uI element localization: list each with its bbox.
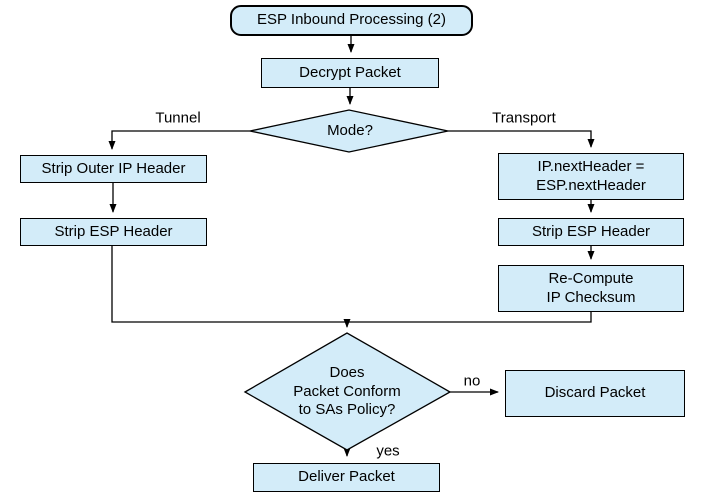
node-start-label: ESP Inbound Processing (2)	[256, 11, 446, 29]
node-strip-esp-header-left-label: Strip ESP Header	[54, 222, 173, 240]
node-deliver-packet: Deliver Packet	[253, 463, 440, 492]
edge-label-transport: Transport	[492, 109, 556, 127]
node-recompute-ip-checksum-line2: IP Checksum	[546, 288, 636, 306]
edge-mode-transport	[448, 130, 595, 148]
edge-left-branch-join	[111, 246, 347, 323]
node-strip-outer-ip-header: Strip Outer IP Header	[20, 155, 207, 183]
edge-label-no: no	[463, 372, 481, 390]
node-recompute-ip-checksum-line1: Re-Compute	[548, 269, 634, 287]
node-discard-packet-label: Discard Packet	[544, 384, 646, 402]
node-decrypt-packet-label: Decrypt Packet	[299, 63, 401, 81]
edge-label-tunnel: Tunnel	[155, 109, 201, 127]
node-start: ESP Inbound Processing (2)	[230, 5, 473, 36]
node-ip-nextheader: IP.nextHeader = ESP.nextHeader	[498, 153, 684, 200]
node-strip-esp-header-right: Strip ESP Header	[498, 218, 684, 246]
node-strip-esp-header-left: Strip ESP Header	[20, 218, 207, 246]
node-deliver-packet-label: Deliver Packet	[298, 468, 395, 486]
node-decrypt-packet: Decrypt Packet	[261, 58, 439, 88]
policy-decision-shape	[243, 332, 452, 451]
node-discard-packet: Discard Packet	[505, 370, 685, 417]
node-recompute-ip-checksum: Re-Compute IP Checksum	[498, 265, 684, 312]
node-ip-nextheader-line1: IP.nextHeader =	[537, 157, 645, 175]
node-strip-outer-ip-header-label: Strip Outer IP Header	[41, 159, 186, 177]
node-strip-esp-header-right-label: Strip ESP Header	[531, 222, 651, 240]
edge-label-yes: yes	[376, 442, 400, 460]
mode-decision-shape	[249, 109, 449, 153]
node-ip-nextheader-line2: ESP.nextHeader	[536, 176, 646, 194]
edge-right-branch-join	[347, 312, 592, 323]
edge-mode-tunnel	[108, 130, 250, 150]
